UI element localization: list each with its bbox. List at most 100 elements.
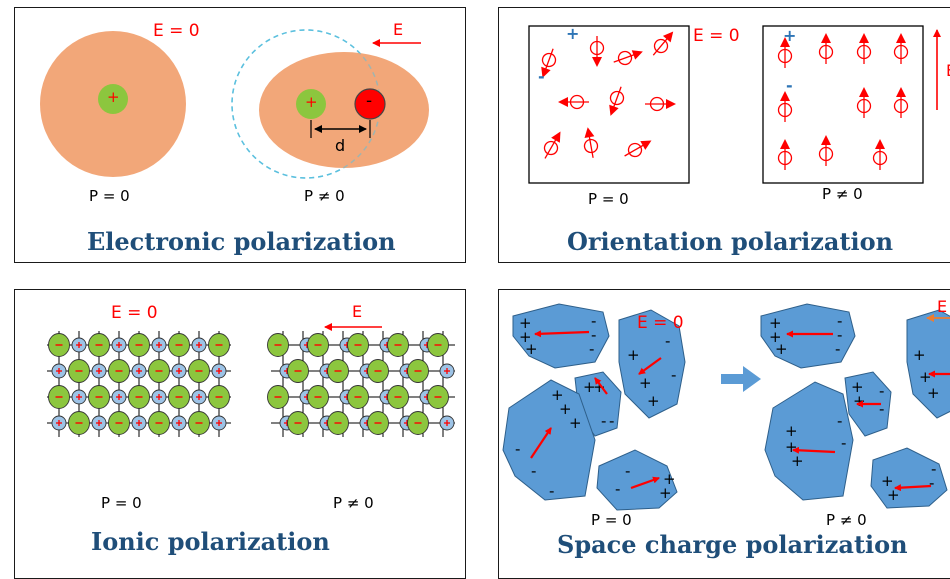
minus-charge: - xyxy=(931,460,936,478)
dipole-axis xyxy=(588,136,594,158)
minus-charge: - xyxy=(665,332,670,350)
plus-sign-example: + xyxy=(566,24,580,43)
minus-charge: - xyxy=(929,474,934,492)
orientation-polarization-panel: E = 0 E + - + - P = 0 P ≠ 0 Orientation … xyxy=(498,7,950,263)
e-zero-label: E = 0 xyxy=(637,313,684,333)
plus-charge: + xyxy=(593,378,606,396)
dipole-arrowhead xyxy=(640,140,652,150)
dipole-arrowhead xyxy=(631,50,643,60)
dipole xyxy=(652,31,674,56)
space-charge-title: Space charge polarization xyxy=(557,530,908,559)
plus-charge: + xyxy=(769,328,782,346)
dipole-axis xyxy=(612,86,622,108)
dipole-arrowhead xyxy=(896,33,906,43)
dipole xyxy=(543,131,561,159)
plus-charge: + xyxy=(551,386,564,404)
nucleus-positive xyxy=(98,84,128,114)
nucleus-positive-shifted xyxy=(296,89,326,119)
orientation-title: Orientation polarization xyxy=(567,227,894,256)
dipole-arrowhead xyxy=(558,97,568,107)
plus-charge: + xyxy=(927,384,940,402)
plus-charge: + xyxy=(569,414,582,432)
field-label: E xyxy=(393,20,404,39)
dipole xyxy=(872,139,888,170)
plus-charge: + xyxy=(851,378,864,396)
plus-charge: + xyxy=(913,346,926,364)
electronic-title: Electronic polarization xyxy=(87,227,396,256)
plus-charge: + xyxy=(647,392,660,410)
plus-charge: + xyxy=(663,470,676,488)
plus-charge: + xyxy=(791,452,804,470)
dipole xyxy=(893,87,909,118)
grain xyxy=(906,309,950,419)
minus-charge: - xyxy=(549,482,554,500)
electronic-polarization-panel: E = 0 E + + - d P = 0 P ≠ 0 Electronic p… xyxy=(14,7,466,263)
plus-charge: + xyxy=(627,346,640,364)
field-label: E xyxy=(946,63,950,79)
polarized-box xyxy=(762,25,924,184)
dipole-arrowhead xyxy=(584,127,595,139)
plus-charge: + xyxy=(659,484,672,502)
unpolarized-box xyxy=(528,25,690,184)
grain xyxy=(502,379,596,501)
distance-label: d xyxy=(335,136,346,155)
minus-charge: - xyxy=(671,366,676,384)
e-zero-label: E = 0 xyxy=(693,26,740,46)
ionic-diagram xyxy=(47,323,455,437)
field-label: E xyxy=(937,297,948,316)
minus-charge: - xyxy=(589,340,594,358)
minus-charge: - xyxy=(837,326,842,344)
distorted-electron-cloud xyxy=(259,52,429,168)
dipole-axis xyxy=(624,144,644,157)
plus-charge: + xyxy=(853,392,866,410)
dipole xyxy=(613,50,643,66)
dipole xyxy=(589,36,605,67)
dipole xyxy=(645,96,676,112)
plus-charge: + xyxy=(559,400,572,418)
transition-arrow xyxy=(721,366,761,392)
dipole-arrowhead xyxy=(609,104,619,116)
nucleus-plus-sign: + xyxy=(107,88,120,106)
minus-sign-example: - xyxy=(538,67,545,86)
dipole xyxy=(624,140,652,158)
minus-charge: - xyxy=(531,462,536,480)
dipole-arrowhead xyxy=(592,57,602,67)
field-label: E xyxy=(352,302,363,321)
charge-arrow xyxy=(894,484,932,492)
dipole-arrowhead xyxy=(859,87,869,97)
dipole-arrowhead xyxy=(821,33,831,43)
plus-charge: + xyxy=(583,378,596,396)
dipole-arrowhead xyxy=(666,99,676,109)
minus-charge: - xyxy=(879,382,884,400)
charge-arrow xyxy=(792,446,836,454)
minus-charge: - xyxy=(835,340,840,358)
p-nonzero-label: P ≠ 0 xyxy=(822,185,863,203)
dipole xyxy=(609,86,625,116)
p-nonzero-label: P ≠ 0 xyxy=(304,187,345,205)
dipole xyxy=(818,33,834,64)
p-zero-label: P = 0 xyxy=(101,494,142,512)
dipole xyxy=(893,33,909,64)
dipole xyxy=(856,87,872,118)
dipole-arrowhead xyxy=(541,66,551,78)
plus-sign-aligned: + xyxy=(783,26,797,45)
space-charge-diagram: +++---+++--++--+++-----+++++---+++--++--… xyxy=(502,303,950,511)
charge-arrow xyxy=(530,427,552,459)
grain xyxy=(760,303,856,369)
charge-arrow xyxy=(534,330,590,338)
dipole xyxy=(777,91,793,122)
electronic-diagram xyxy=(40,29,429,179)
minus-sign-aligned: - xyxy=(786,76,793,95)
dipole-axis xyxy=(544,139,557,159)
dipole-arrowhead xyxy=(875,139,885,149)
plus-charge: + xyxy=(519,314,532,332)
e-zero-label: E = 0 xyxy=(111,303,158,323)
ionic-title: Ionic polarization xyxy=(91,527,330,556)
minus-charge: - xyxy=(515,440,520,458)
dipole xyxy=(856,33,872,64)
dipole-arrowhead xyxy=(780,139,790,149)
dipole-arrowhead xyxy=(551,131,561,143)
electron-minus-sign: - xyxy=(366,91,373,111)
plus-charge: + xyxy=(769,314,782,332)
dipole xyxy=(777,139,793,170)
